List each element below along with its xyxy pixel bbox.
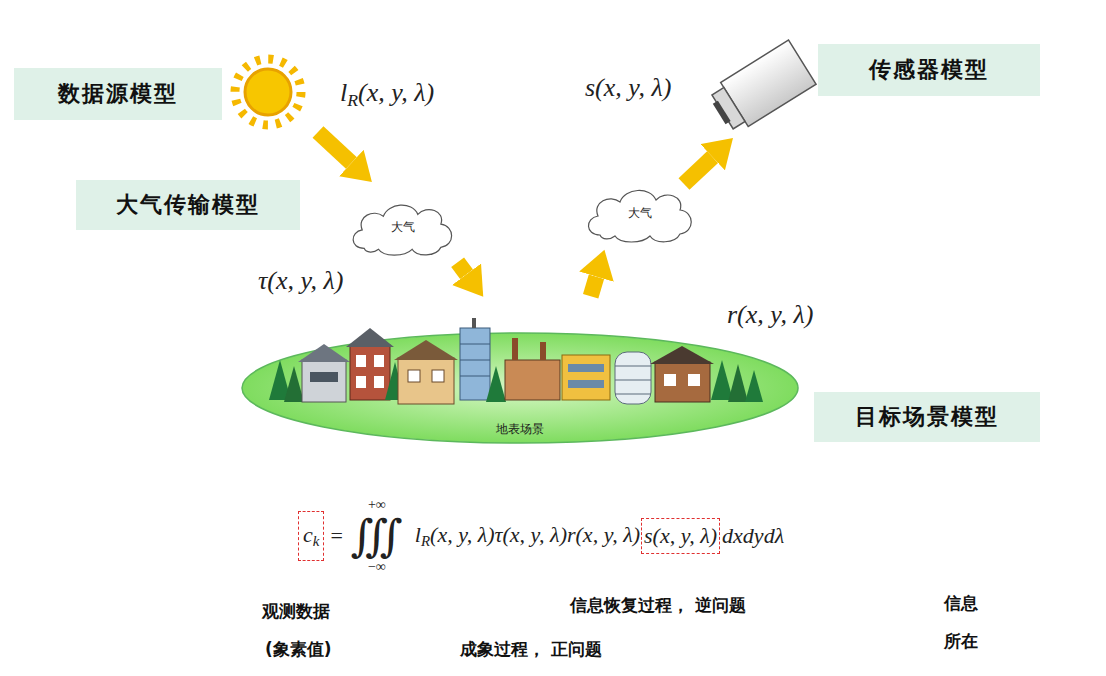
equals-sign: = xyxy=(330,523,342,548)
antenna xyxy=(472,318,476,328)
round-tower xyxy=(615,352,651,404)
highlight-box: ck xyxy=(298,511,324,562)
sensor-lens-ring xyxy=(712,88,745,129)
window xyxy=(408,370,420,382)
note-text: (象素值) xyxy=(265,638,332,661)
model-title: 目标场景模型 xyxy=(855,402,999,432)
note-text: 所在 xyxy=(944,630,978,653)
sun-rays xyxy=(235,59,301,125)
house xyxy=(302,360,346,402)
transmittance-symbol: τ(x, y, λ) xyxy=(258,266,344,296)
radiance-symbol: lR(x, y, λ) xyxy=(340,78,434,111)
house xyxy=(398,358,454,404)
floor-line xyxy=(615,394,651,395)
tree xyxy=(728,364,748,402)
window xyxy=(568,380,604,388)
subscript: k xyxy=(313,533,320,549)
atmosphere-cloud: 大气 xyxy=(580,180,700,246)
chimney xyxy=(540,342,546,360)
integral-limit: +∞ xyxy=(368,497,386,513)
note-text: 成象过程， 正问题 xyxy=(460,638,602,661)
subscript: R xyxy=(347,90,358,110)
scene-label: 地表场景 xyxy=(496,421,544,438)
window xyxy=(356,376,366,388)
window xyxy=(374,376,384,388)
roof xyxy=(394,340,458,360)
window xyxy=(432,370,444,382)
brick-house xyxy=(350,345,390,400)
light-arrow xyxy=(684,157,713,184)
light-arrow xyxy=(458,262,467,274)
highlight-box: s(x, y, λ) xyxy=(641,518,720,553)
model-box: 传感器模型 xyxy=(818,44,1040,96)
cloud-outline xyxy=(353,205,451,255)
sensor-symbol: s(x, y, λ) xyxy=(585,73,671,103)
integral-sign: ∭ xyxy=(351,514,403,558)
sensor-icon xyxy=(705,40,816,136)
model-title: 数据源模型 xyxy=(58,79,178,109)
window xyxy=(688,374,700,386)
note-text: 信息恢复过程， 逆问题 xyxy=(570,594,746,617)
window xyxy=(356,355,366,367)
cloud-label: 大气 xyxy=(391,219,415,236)
cloud-outline xyxy=(588,190,691,242)
reflectance-symbol: r(x, y, λ) xyxy=(727,300,813,330)
tree xyxy=(711,360,733,400)
model-title: 大气传输模型 xyxy=(116,190,260,220)
sun-icon xyxy=(235,59,301,125)
factory xyxy=(505,360,560,400)
light-arrow xyxy=(591,277,597,296)
model-box: 目标场景模型 xyxy=(814,392,1040,442)
model-title: 传感器模型 xyxy=(869,55,989,85)
light-arrow xyxy=(318,132,351,163)
floor-line xyxy=(615,380,651,381)
floor-line xyxy=(460,360,490,361)
tree xyxy=(486,366,506,402)
window xyxy=(310,372,338,382)
roof xyxy=(346,328,394,347)
building xyxy=(562,355,610,400)
note-text: 信息 xyxy=(944,592,978,615)
buildings xyxy=(269,318,763,404)
formula-term: lR(x, y, λ)τ(x, y, λ)r(x, y, λ) xyxy=(415,522,640,551)
chimney xyxy=(512,338,518,360)
tree xyxy=(745,370,763,402)
ground-scene: 地表场景 xyxy=(240,300,800,445)
cloud-label: 大气 xyxy=(628,205,652,222)
window xyxy=(664,374,676,386)
window xyxy=(374,355,384,367)
office-tower xyxy=(460,328,490,400)
floor-line xyxy=(615,366,651,367)
formula-term: s(x, y, λ) xyxy=(644,523,717,548)
ground-ellipse xyxy=(242,333,798,443)
tree xyxy=(284,366,304,402)
sensor-lens xyxy=(713,101,731,125)
roof xyxy=(650,346,714,364)
atmosphere-cloud: 大气 xyxy=(345,195,460,259)
formula-term: ck xyxy=(303,522,319,551)
model-box: 大气传输模型 xyxy=(76,180,300,230)
formula-term: dxdydλ xyxy=(722,523,784,548)
sun-disc xyxy=(245,69,291,115)
window xyxy=(568,364,604,372)
subscript: R xyxy=(421,533,430,549)
floor-line xyxy=(460,344,490,345)
model-box: 数据源模型 xyxy=(14,68,222,120)
roof xyxy=(298,344,350,362)
house xyxy=(655,362,710,402)
note-text: 观测数据 xyxy=(262,600,330,623)
integral-limit: −∞ xyxy=(368,559,386,575)
floor-line xyxy=(460,376,490,377)
